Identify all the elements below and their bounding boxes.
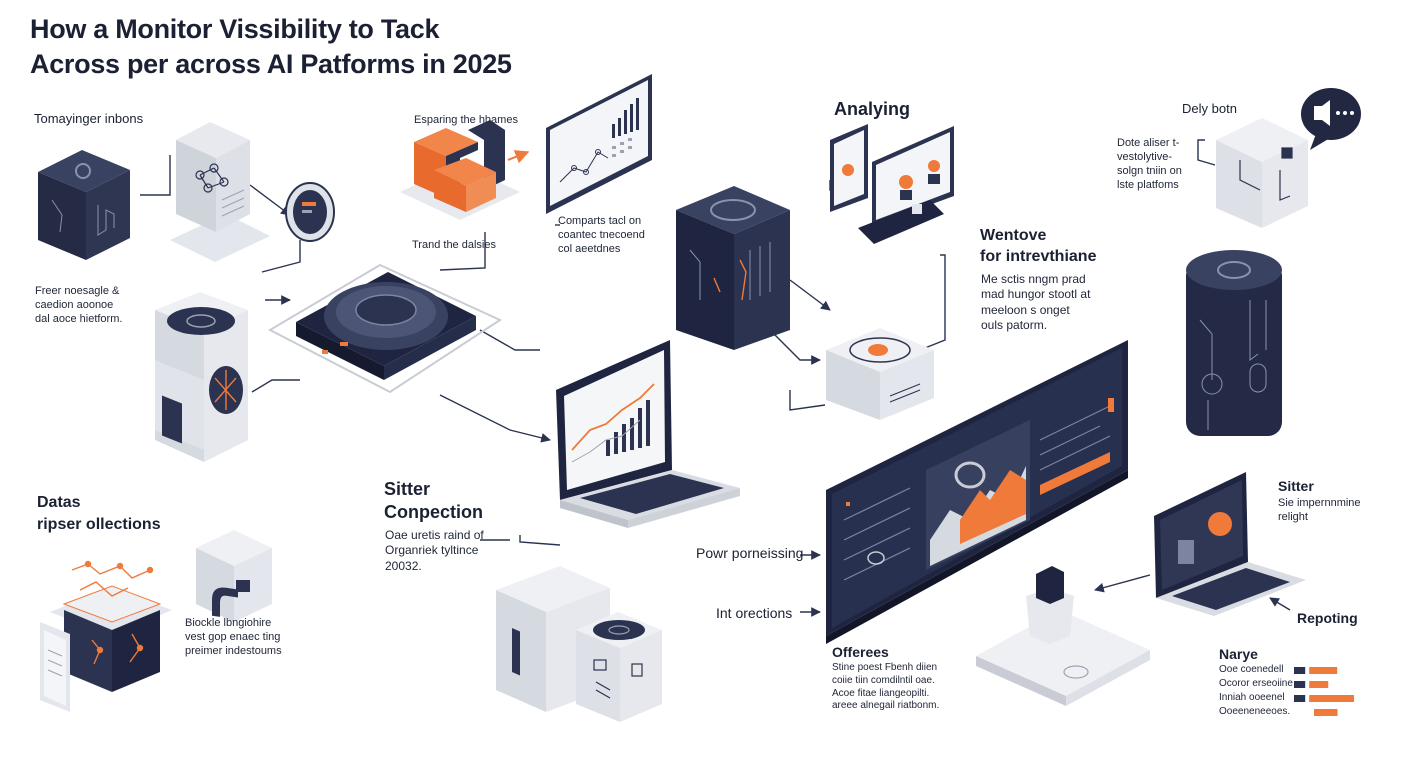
data-collection-box-icon [40,560,172,712]
legend-bar-navy-2 [1294,695,1306,702]
network-server-icon [170,122,270,262]
connector-lines [140,139,1291,617]
narye-row-2: Inniah ooeenel [1219,692,1285,703]
chat-bubble-icon [1301,88,1361,150]
label-int: Int orections [716,605,793,621]
label-dotaaliser: Dote aliser t- vestolytive- solgn tniin … [1117,137,1182,192]
label-offerees-text: Stine poest Fbenh diien coiie tiin comdi… [832,662,940,712]
chart-badge-icon [285,182,335,242]
label-sitter2-text: Sie impernnmine relight [1278,497,1361,524]
label-analying: Analying [834,99,911,119]
narye-row-0: Ooe coenedell [1219,664,1284,675]
legend-bar-navy-1 [1294,681,1306,688]
label-sitter-text: Oae uretis raind of Organriek tyltince 2… [385,528,484,573]
label-powr: Powr porneissing [696,545,804,561]
legend-bar-orange-3 [1314,709,1338,716]
legend-bar-orange-2 [1309,695,1354,702]
label-wentove-title: Wentove for intrevthiane [980,227,1097,265]
label-sitter2-title: Sitter [1278,478,1314,494]
bottom-server-boxes [496,566,662,722]
reporting-laptop-icon [1154,472,1306,616]
server-cube-icon [38,150,130,260]
legend-bar-orange-0 [1309,667,1338,674]
data-delivery-cube-icon [1216,118,1308,228]
sensor-cube-icon [826,328,934,420]
label-wentove-text: Me sctis nngm prad mad hungor stootl at … [981,272,1091,333]
page-title: How a Monitor Vissibility to Tack Across… [30,14,512,79]
central-hub-device [267,263,503,394]
label-repoting: Repoting [1297,610,1358,626]
laptop-analytics-icon [556,340,740,528]
storage-cube-icon [196,530,272,622]
label-freer: Freer noesagle & caedion aoonoe dal aoce… [35,285,123,326]
label-esparing: Esparing the hhames [414,114,518,126]
pedestal-platform-icon [976,566,1150,706]
narye-row-3: Ooeeneneeoes. [1219,706,1291,717]
tower-server-icon [155,292,248,462]
dark-tower-server-icon [676,186,790,350]
label-narye: Narye [1219,646,1258,662]
large-dashboard-screen [826,340,1128,644]
label-sitter-title: Sitter Conpection [384,479,483,523]
legend-bar-orange-1 [1309,681,1329,688]
label-offerees-title: Offerees [832,644,889,660]
label-trand: Trand the dalsies [412,239,496,251]
label-tomaying: Tomayinger inbons [34,111,144,126]
cylinder-server-icon [1186,250,1282,436]
label-delybotn: Dely botn [1182,101,1237,116]
dashboard-panel-icon [546,74,652,214]
analyzing-monitors-icon [830,124,954,244]
label-biockle: Biockle lbngiohire vest gop enaec ting p… [185,617,282,658]
label-comparts: Comparts tacl on coantec tnecoend col ae… [558,215,645,256]
narye-row-1: Ocoror erseoiine [1219,678,1293,689]
narye-bar-legend [1294,667,1354,716]
label-datas-title: Datas ripser ollections [37,494,161,533]
stacked-blocks-icon [400,120,520,220]
legend-bar-navy-0 [1294,667,1306,674]
